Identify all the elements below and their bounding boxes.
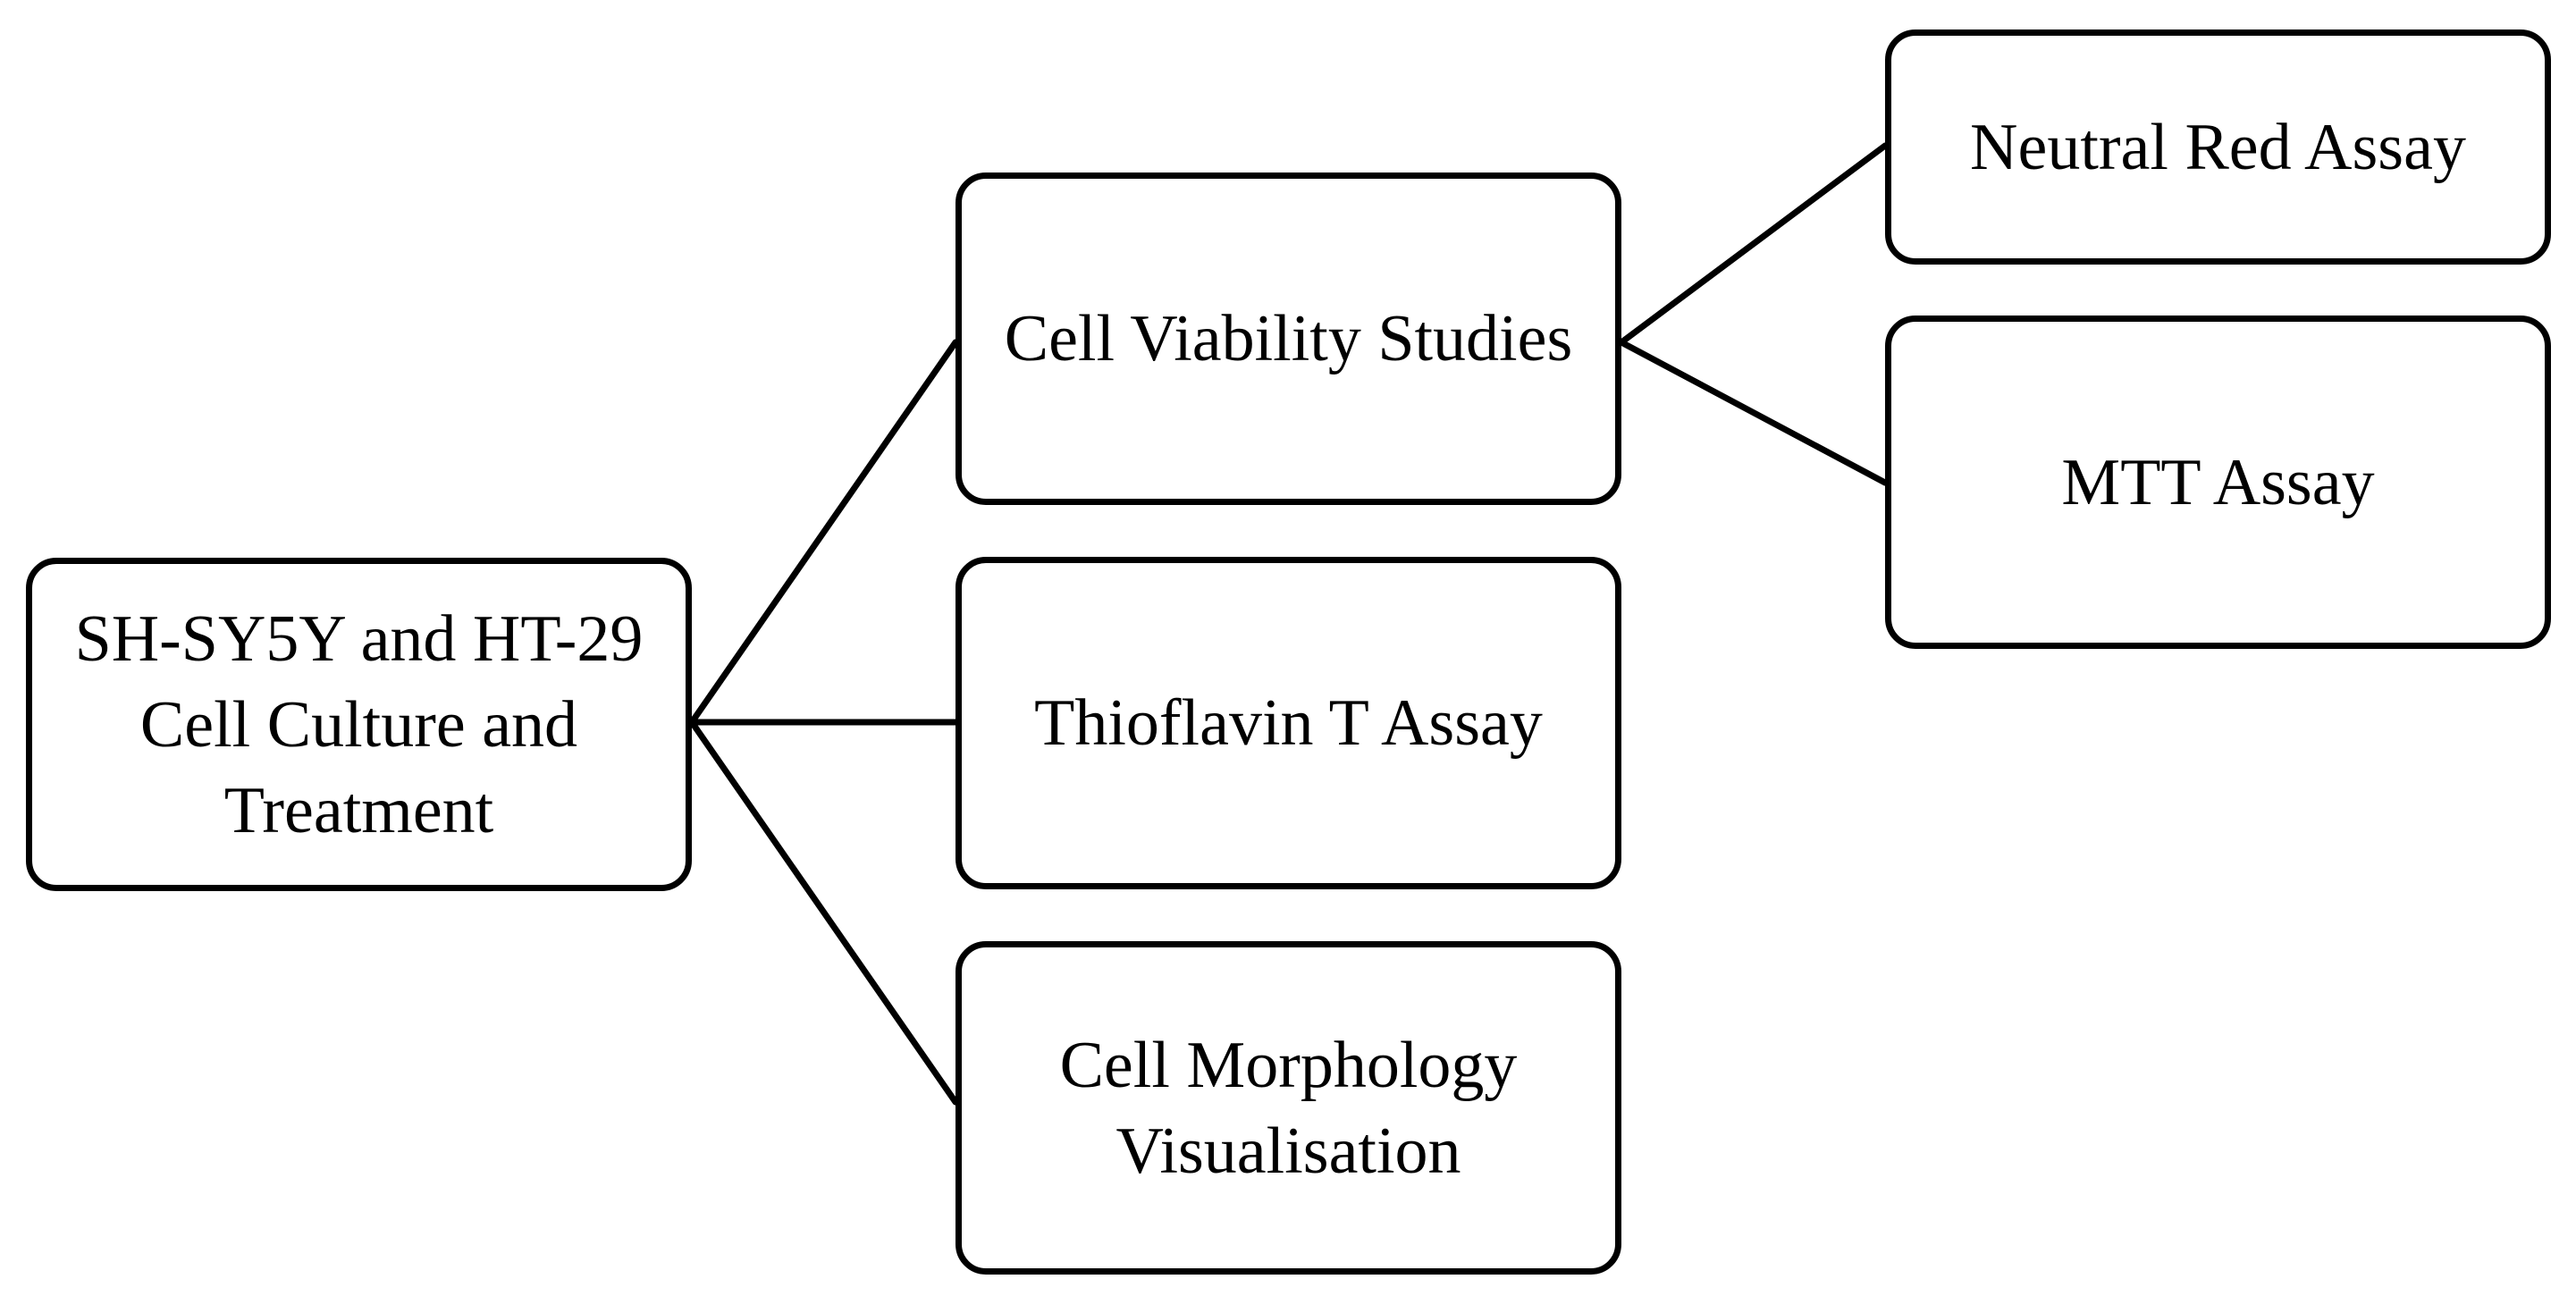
node-cell-morphology-visualisation: Cell Morphology Visualisation — [955, 941, 1621, 1275]
node-label-line: Thioflavin T Assay — [1034, 686, 1543, 760]
node-neutral-red-assay: Neutral Red Assay — [1885, 29, 2551, 265]
node-cell-culture-and-treatment: SH-SY5Y and HT-29 Cell Culture and Treat… — [26, 558, 692, 891]
node-label-line: Treatment — [223, 773, 494, 847]
node-thioflavin-t-assay: Thioflavin T Assay — [955, 557, 1621, 889]
node-label-line: Cell Morphology — [1059, 1028, 1518, 1102]
node-mtt-assay: MTT Assay — [1885, 316, 2551, 649]
node-label-line: Cell Culture and — [139, 687, 578, 762]
node-cell-viability-studies: Cell Viability Studies — [955, 173, 1621, 505]
edge-cell-viability-to-neutral-red — [1618, 142, 1889, 346]
node-label-line: Cell Viability Studies — [1004, 302, 1573, 375]
node-label-line: SH-SY5Y and HT-29 — [74, 602, 644, 676]
edge-root-to-cell-morphology — [688, 719, 959, 1106]
node-label-line: Neutral Red Assay — [1970, 110, 2466, 184]
edge-cell-viability-to-mtt — [1618, 339, 1889, 486]
node-label-line: MTT Assay — [2061, 445, 2375, 519]
node-label-line: Visualisation — [1115, 1114, 1461, 1188]
edge-root-to-cell-viability — [688, 339, 959, 726]
